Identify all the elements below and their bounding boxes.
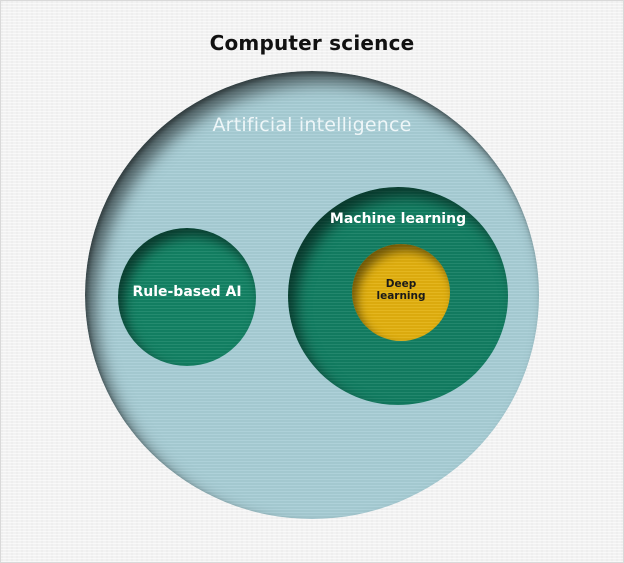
deep-learning-label-line2: learning (376, 290, 426, 302)
rule-based-ai-circle (118, 228, 256, 366)
artificial-intelligence-label: Artificial intelligence (212, 114, 412, 136)
deep-learning-label: Deep learning (352, 278, 450, 302)
rule-based-ai-label: Rule-based AI (132, 284, 242, 300)
deep-learning-label-line1: Deep (385, 278, 417, 290)
deep-learning-circle (352, 244, 450, 341)
machine-learning-label: Machine learning (329, 211, 467, 227)
computer-science-title: Computer science (209, 31, 415, 55)
